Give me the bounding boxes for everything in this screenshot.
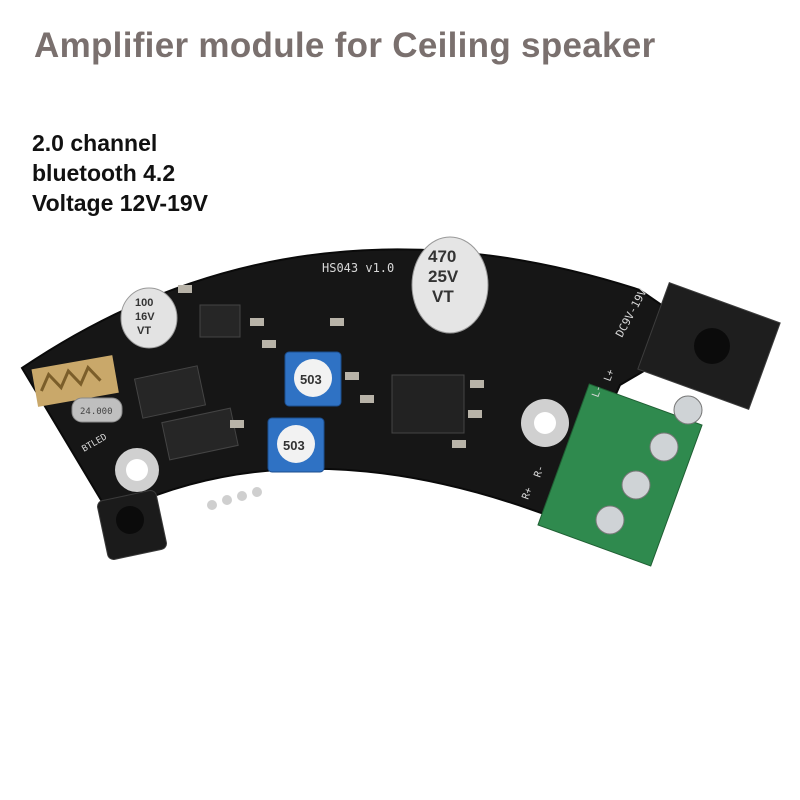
volume-pot-2: 503 bbox=[267, 417, 325, 473]
screw-terminal-block bbox=[537, 383, 703, 567]
board-model-label: HS043 v1.0 bbox=[322, 261, 394, 275]
svg-text:100: 100 bbox=[135, 297, 153, 309]
capacitor-large: 470 25V VT bbox=[411, 236, 489, 334]
page-title: Amplifier module for Ceiling speaker bbox=[34, 26, 656, 65]
bt-chip bbox=[133, 365, 207, 419]
spec-voltage: Voltage 12V-19V bbox=[32, 190, 208, 216]
terminal-label-r-plus: R+ bbox=[520, 486, 534, 501]
crystal-label: 24.000 bbox=[80, 407, 113, 417]
crystal-oscillator bbox=[71, 397, 123, 423]
header-pins bbox=[207, 487, 262, 510]
svg-text:VT: VT bbox=[432, 287, 454, 306]
dc-power-jack bbox=[637, 281, 781, 411]
audio-jack bbox=[97, 490, 167, 560]
terminal-label-l-minus: L- bbox=[590, 384, 604, 399]
capacitor-small: 100 16V VT bbox=[120, 287, 178, 349]
regulator-chip bbox=[199, 304, 241, 338]
spec-channel: 2.0 channel bbox=[32, 130, 158, 156]
terminal-label-r-minus: R- bbox=[532, 464, 546, 479]
amp-chip bbox=[391, 374, 465, 434]
terminal-label-l-plus: L+ bbox=[602, 368, 616, 383]
svg-text:25V: 25V bbox=[428, 267, 459, 286]
svg-text:VT: VT bbox=[137, 325, 151, 337]
svg-text:470: 470 bbox=[428, 247, 456, 266]
bluetooth-antenna bbox=[31, 355, 119, 407]
volume-pot-1: 503 bbox=[284, 351, 342, 407]
spec-bluetooth: bluetooth 4.2 bbox=[32, 160, 176, 186]
svg-text:16V: 16V bbox=[135, 311, 155, 323]
spec-list: 2.0 channel bluetooth 4.2 Voltage 12V-19… bbox=[32, 128, 208, 218]
svg-text:503: 503 bbox=[300, 372, 322, 387]
svg-text:503: 503 bbox=[283, 438, 305, 453]
